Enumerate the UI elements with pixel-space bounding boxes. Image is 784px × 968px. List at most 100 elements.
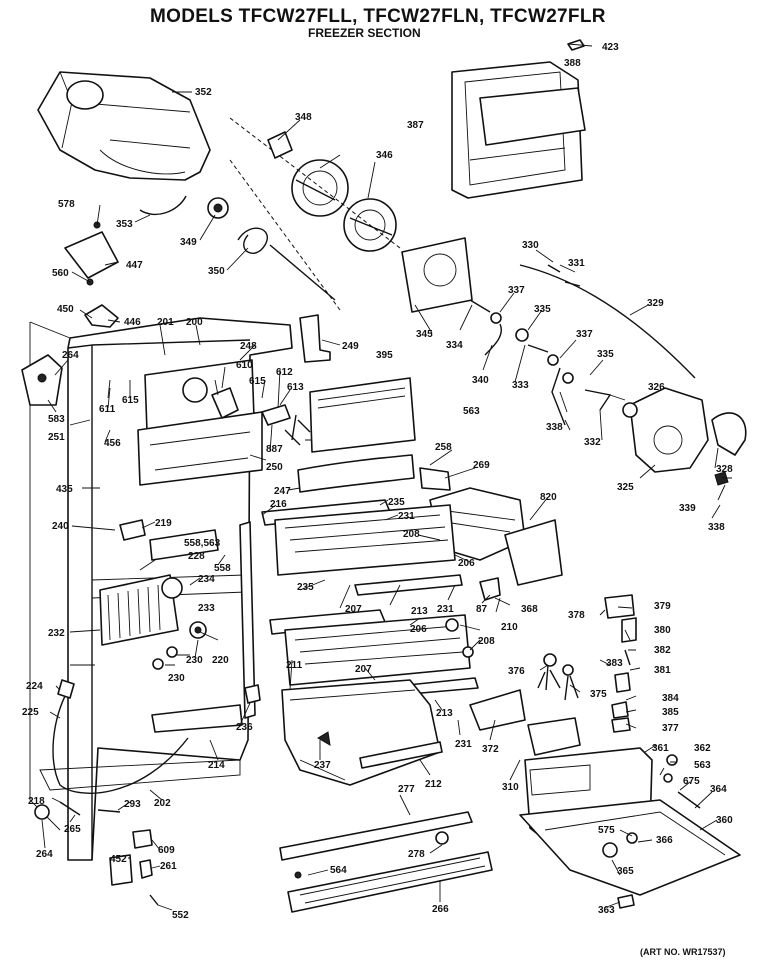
part-label: 563 <box>463 406 480 417</box>
part-label: 231 <box>455 739 472 750</box>
part-label: 278 <box>408 849 425 860</box>
part-label: 251 <box>48 432 65 443</box>
part-label: 338 <box>546 422 563 433</box>
part-label: 338 <box>708 522 725 533</box>
part-label: 578 <box>58 199 75 210</box>
part-label: 435 <box>56 484 73 495</box>
part-label: 348 <box>295 112 312 123</box>
dispenser-door-panel <box>451 61 586 199</box>
part-label: 233 <box>198 603 215 614</box>
part-label: 615 <box>249 376 266 387</box>
part-label: 216 <box>270 499 287 510</box>
part-label: 220 <box>212 655 229 666</box>
part-label: 228 <box>188 551 205 562</box>
part-label: 212 <box>425 779 442 790</box>
part-label: 240 <box>52 521 69 532</box>
part-label: 558 <box>214 563 231 574</box>
part-label: 340 <box>472 375 489 386</box>
part-label: 395 <box>376 350 393 361</box>
part-label: 346 <box>376 150 393 161</box>
part-label: 447 <box>126 260 143 271</box>
part-label: 552 <box>172 910 189 921</box>
part-label: 364 <box>710 784 727 795</box>
part-label: 583 <box>48 414 65 425</box>
part-label: 612 <box>276 367 293 378</box>
part-label: 446 <box>124 317 141 328</box>
part-label: 248 <box>240 341 257 352</box>
part-label: 385 <box>662 707 679 718</box>
freezer-basket-part <box>281 679 443 786</box>
part-label: 384 <box>662 693 679 704</box>
part-label: 214 <box>208 760 225 771</box>
part-label: 235 <box>297 582 314 593</box>
freezer-shelves <box>261 499 479 695</box>
art-number: (ART NO. WR17537) <box>640 947 726 957</box>
part-label: 379 <box>654 601 671 612</box>
part-label: 563 <box>694 760 711 771</box>
part-label: 208 <box>403 529 420 540</box>
ice-bucket-part <box>37 71 211 181</box>
part-label: 328 <box>716 464 733 475</box>
part-label: 310 <box>502 782 519 793</box>
part-label: 423 <box>602 42 619 53</box>
part-label: 380 <box>654 625 671 636</box>
part-label: 249 <box>342 341 359 352</box>
part-label: 339 <box>679 503 696 514</box>
part-label: 206 <box>410 624 427 635</box>
part-label: 213 <box>436 708 453 719</box>
auger-blades-part <box>229 117 401 311</box>
part-label: 368 <box>521 604 538 615</box>
part-label: 331 <box>568 258 585 269</box>
part-label: 575 <box>598 825 615 836</box>
part-label: 350 <box>208 266 225 277</box>
part-label: 610 <box>236 360 253 371</box>
part-label: 615 <box>122 395 139 406</box>
part-label: 230 <box>186 655 203 666</box>
part-label: 335 <box>534 304 551 315</box>
part-label: 456 <box>104 438 121 449</box>
part-label: 231 <box>398 511 415 522</box>
part-label: 332 <box>584 437 601 448</box>
part-label: 225 <box>22 707 39 718</box>
evaporator-coil-part <box>99 574 183 646</box>
part-label: 201 <box>157 317 174 328</box>
part-label: 237 <box>314 760 331 771</box>
diagram-title: MODELS TFCW27FLL, TFCW27FLN, TFCW27FLR <box>150 6 606 27</box>
part-label: 250 <box>266 462 283 473</box>
part-label: 381 <box>654 665 671 676</box>
part-label: 230 <box>168 673 185 684</box>
part-label: 452 <box>110 854 127 865</box>
part-label: 224 <box>26 681 43 692</box>
part-label: 211 <box>286 660 303 671</box>
part-label: 887 <box>266 444 283 455</box>
part-label: 372 <box>482 744 499 755</box>
part-label: 235 <box>388 497 405 508</box>
part-label: 382 <box>654 645 671 656</box>
part-label: 326 <box>648 382 665 393</box>
part-label: 236 <box>236 722 253 733</box>
part-label: 560 <box>52 268 69 279</box>
part-label: 377 <box>662 723 679 734</box>
part-label: 352 <box>195 87 212 98</box>
part-label: 261 <box>160 861 177 872</box>
part-label: 450 <box>57 304 74 315</box>
part-label: 609 <box>158 845 175 856</box>
part-label: 206 <box>458 558 475 569</box>
part-label: 213 <box>411 606 428 617</box>
part-label: 207 <box>355 664 372 675</box>
part-label: 293 <box>124 799 141 810</box>
dispenser-motor-part <box>622 387 747 486</box>
part-label: 234 <box>198 574 215 585</box>
part-label: 231 <box>437 604 454 615</box>
part-label: 218 <box>28 796 45 807</box>
part-label: 353 <box>116 219 133 230</box>
part-label: 820 <box>540 492 557 503</box>
part-label: 87 <box>476 604 488 615</box>
part-label: 325 <box>617 482 634 493</box>
part-label: 558,563 <box>184 538 221 549</box>
part-label: 337 <box>576 329 593 340</box>
part-label: 345 <box>416 329 433 340</box>
part-label: 264 <box>62 350 79 361</box>
part-label: 277 <box>398 784 415 795</box>
